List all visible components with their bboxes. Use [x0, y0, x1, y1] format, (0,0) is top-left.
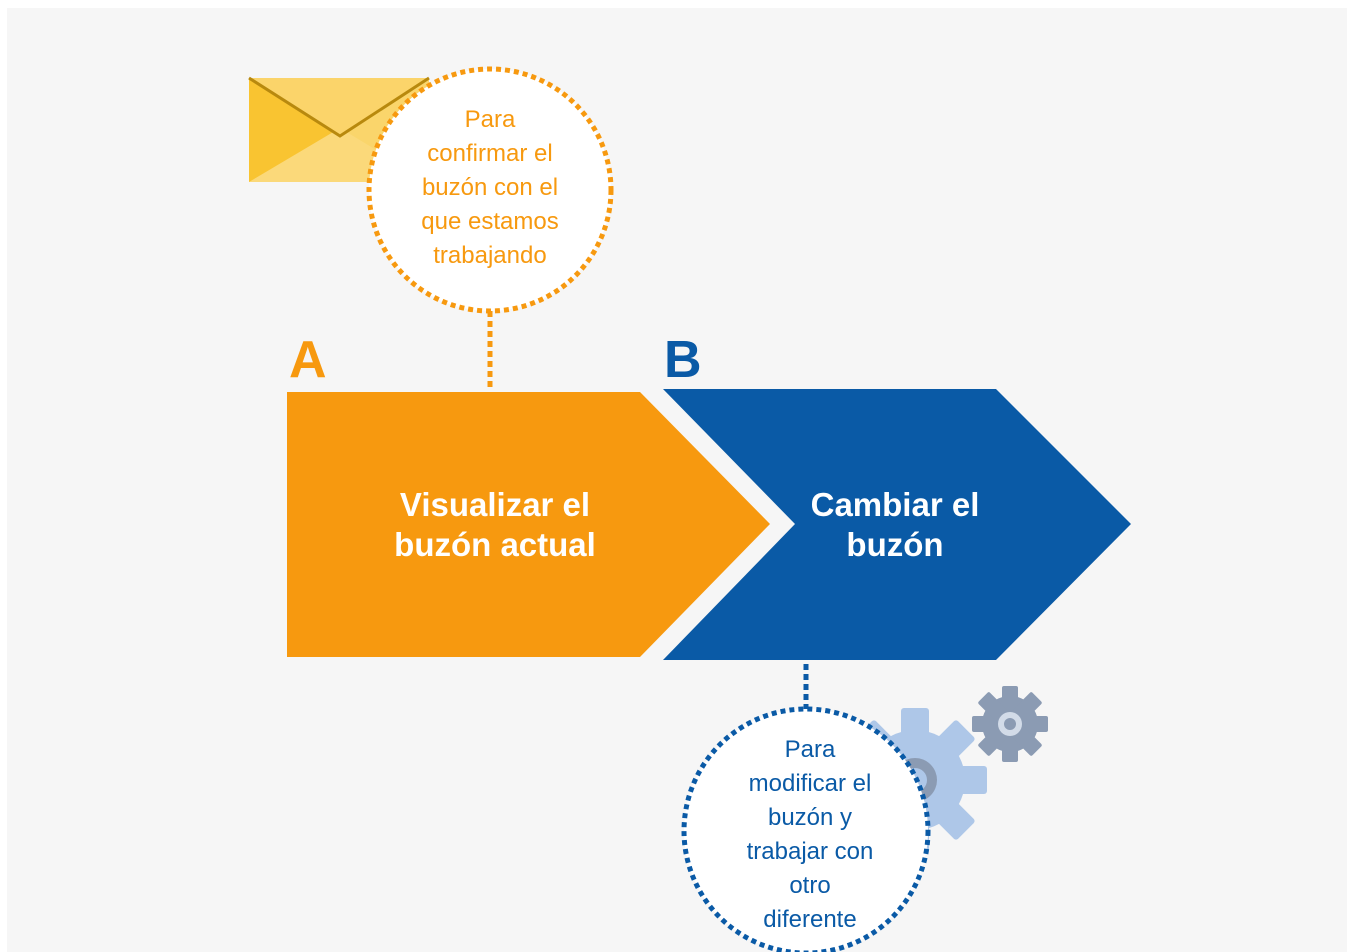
callout-a-line: confirmar el	[427, 139, 553, 167]
step-b-label-line: buzón	[846, 526, 944, 563]
callout-b-line: modificar el	[748, 769, 872, 797]
step-b-letter: B	[664, 331, 702, 389]
callout-a-line: buzón con el	[421, 173, 559, 201]
callout-b-line: Para	[784, 735, 836, 763]
step-a-label: Visualizar el buzón actual	[350, 470, 640, 580]
step-b-label: Cambiar el buzón	[760, 470, 1030, 580]
step-a-label-line: Visualizar el	[399, 485, 591, 523]
callout-a-text: Para confirmar el buzón con el que estam…	[380, 98, 600, 278]
step-a-shape	[287, 392, 770, 657]
step-b-shape	[663, 389, 1131, 660]
callout-a-line: trabajando	[433, 242, 547, 270]
callout-b-line: buzón y	[767, 803, 853, 831]
step-a-letter: A	[289, 331, 327, 389]
callout-b-bubble	[681, 664, 931, 952]
callout-b-line: diferente	[763, 906, 857, 934]
step-b-label-line: Cambiar el	[810, 485, 980, 523]
callout-b-text: Para modificar el buzón y trabajar con o…	[700, 730, 920, 940]
callout-b-line: otro	[789, 872, 831, 900]
callout-b-line: trabajar con	[746, 838, 874, 865]
step-a-label-line: buzón actual	[394, 526, 596, 563]
callout-a-bubble	[366, 66, 614, 390]
callout-a-line: que estamos	[421, 208, 559, 236]
callout-a-line: Para	[464, 105, 516, 133]
